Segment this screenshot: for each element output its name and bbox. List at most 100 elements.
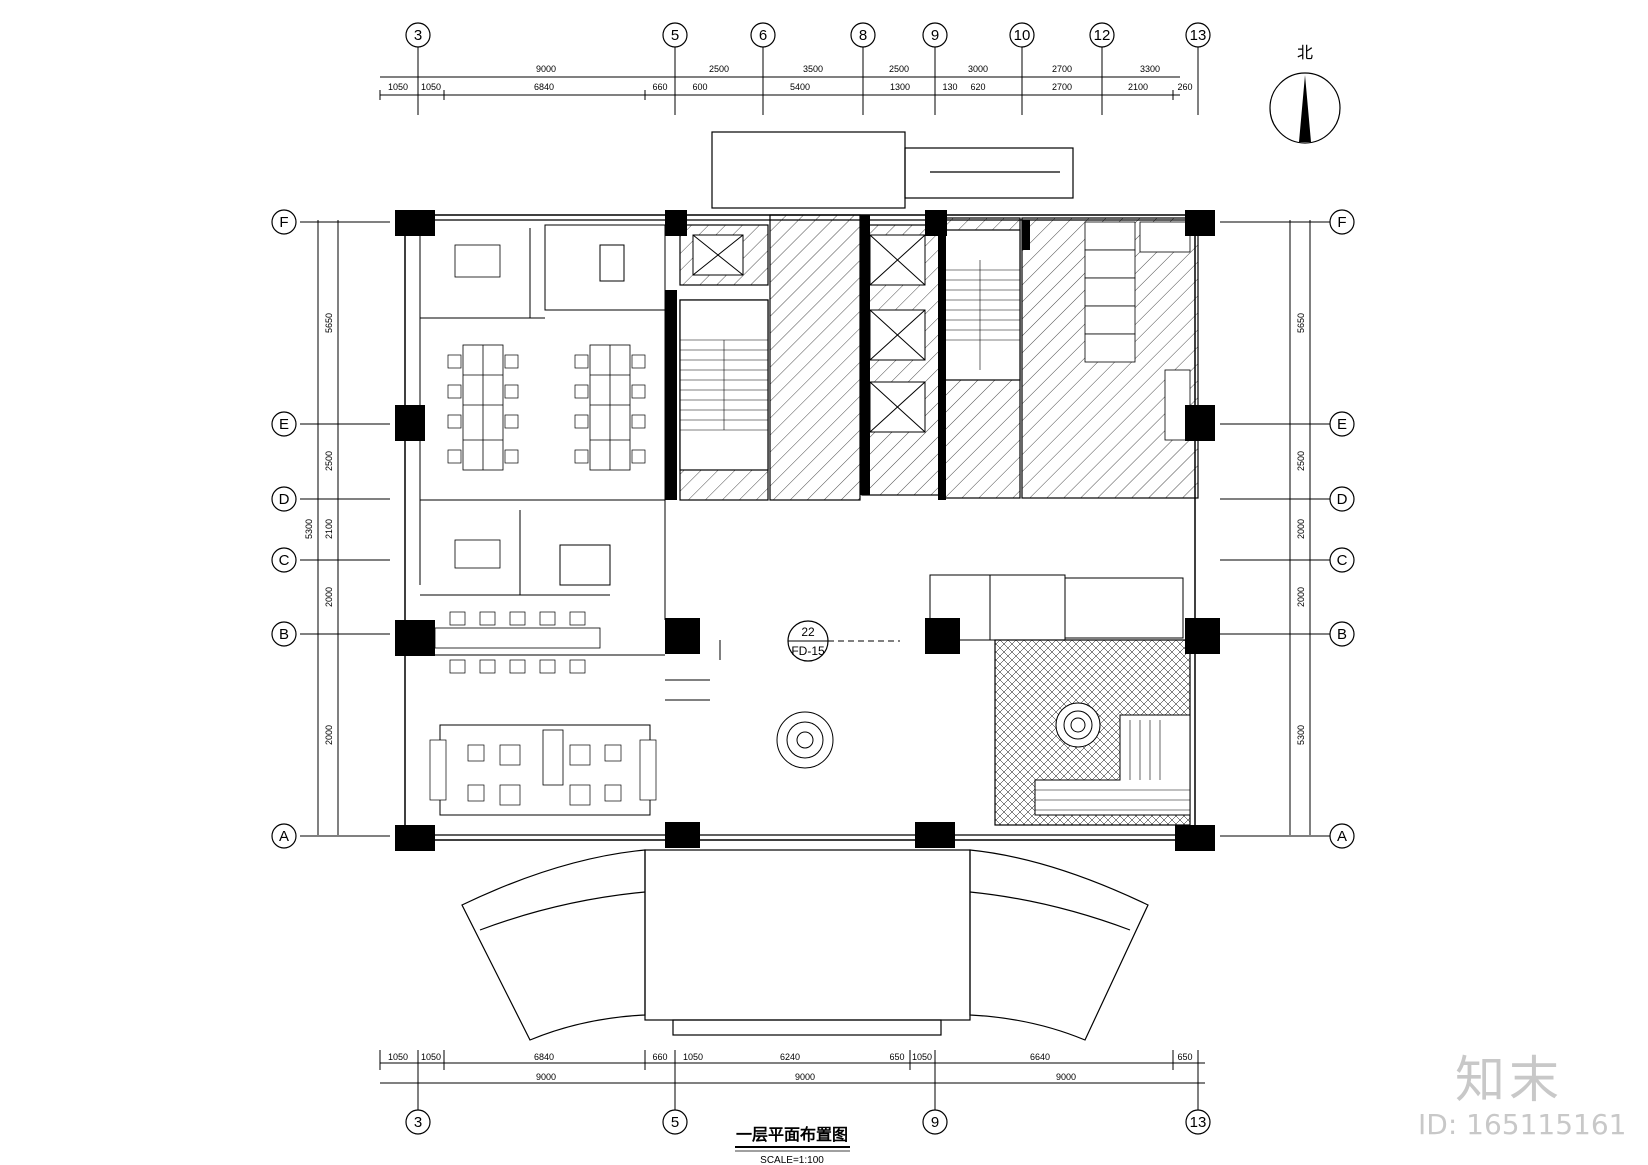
dim-bottom-2: 9000 [536, 1072, 556, 1082]
north-arrow: 北 [1269, 44, 1341, 144]
dim-bottom-1: 660 [652, 1052, 667, 1062]
dim-bottom-2: 9000 [795, 1072, 815, 1082]
grid-axis-top: 13 [1185, 22, 1211, 48]
building [395, 131, 1220, 851]
grid-axis-right-label: D [1337, 491, 1348, 508]
grid-axis-bottom: 9 [922, 1109, 948, 1135]
drawing-title: 一层平面布置图 [736, 1125, 848, 1144]
grid-axis-bottom-label: 13 [1190, 1114, 1207, 1131]
grid-axis-bottom-label: 5 [671, 1114, 679, 1131]
grid-axis-left-label: B [279, 626, 289, 643]
grid-axis-bottom-label: 9 [931, 1114, 939, 1131]
dim-top-2: 260 [1177, 82, 1192, 92]
dim-top-2: 1050 [388, 82, 408, 92]
grid-axis-top-label: 13 [1190, 27, 1207, 44]
grid-axis-top-label: 5 [671, 27, 679, 44]
dim-left: 5650 [324, 313, 334, 333]
right-dims: 5650 2500 2000 2000 5300 [1296, 313, 1306, 745]
grid-axis-left: C [271, 547, 297, 573]
dim-top-1: 3500 [803, 64, 823, 74]
grid-axis-left-label: D [279, 491, 290, 508]
grid-axis-bottom-label: 3 [414, 1114, 422, 1131]
grid-axis-right: E [1329, 411, 1355, 437]
dim-right: 2500 [1296, 451, 1306, 471]
dim-bottom-1: 650 [1177, 1052, 1192, 1062]
dim-top-2: 1050 [421, 82, 441, 92]
grid-axis-top: 3 [405, 22, 431, 48]
grid-axis-top: 6 [750, 22, 776, 48]
row-grid-axes: F F E E D D C C B B A A [271, 209, 1355, 849]
grid-axis-right: F [1329, 209, 1355, 235]
dim-bottom-1: 6640 [1030, 1052, 1050, 1062]
dim-right: 2000 [1296, 587, 1306, 607]
top-dims-row-1: 9000 2500 3500 2500 3000 2700 3300 [536, 64, 1160, 74]
entrance-plaza [461, 849, 1149, 1041]
dim-right: 2000 [1296, 519, 1306, 539]
left-dimension-lines [300, 220, 390, 837]
callout-sheet: FD-15 [791, 644, 825, 658]
top-dimension-lines [379, 45, 1199, 115]
grid-axis-bottom: 13 [1185, 1109, 1211, 1135]
grid-axis-right-label: E [1337, 416, 1347, 433]
dim-top-1: 9000 [536, 64, 556, 74]
bottom-dimension-lines [379, 1050, 1205, 1110]
watermark-brand: 知末 [1455, 1051, 1563, 1109]
dim-top-1: 2500 [709, 64, 729, 74]
dim-right: 5650 [1296, 313, 1306, 333]
dim-top-2: 600 [692, 82, 707, 92]
grid-axis-left: E [271, 411, 297, 437]
grid-axis-bottom: 3 [405, 1109, 431, 1135]
section-callout: 22 FD-15 [787, 620, 900, 662]
dim-left: 2000 [324, 587, 334, 607]
grid-axis-top-label: 12 [1094, 27, 1111, 44]
grid-axis-top: 10 [1009, 22, 1035, 48]
dim-top-2: 660 [652, 82, 667, 92]
grid-axis-left-label: F [279, 214, 288, 231]
dim-top-2: 130 [942, 82, 957, 92]
dim-left: 2000 [324, 725, 334, 745]
drawing-scale: SCALE=1:100 [760, 1155, 824, 1165]
bottom-grid-axes: 3 5 9 13 [405, 1109, 1211, 1135]
grid-axis-right: D [1329, 486, 1355, 512]
dim-top-2: 2100 [1128, 82, 1148, 92]
grid-axis-right-label: B [1337, 626, 1347, 643]
dim-top-1: 2700 [1052, 64, 1072, 74]
dim-top-2: 1300 [890, 82, 910, 92]
dim-bottom-1: 1050 [388, 1052, 408, 1062]
dim-bottom-1: 6240 [780, 1052, 800, 1062]
dim-top-1: 3000 [968, 64, 988, 74]
dim-top-1: 2500 [889, 64, 909, 74]
grid-axis-top-label: 3 [414, 27, 422, 44]
dim-top-2: 6840 [534, 82, 554, 92]
grid-axis-top-label: 10 [1014, 27, 1031, 44]
north-label: 北 [1297, 44, 1313, 62]
dim-bottom-1: 1050 [912, 1052, 932, 1062]
dim-bottom-1: 1050 [421, 1052, 441, 1062]
dim-right: 5300 [1296, 725, 1306, 745]
grid-axis-left-label: A [279, 828, 289, 845]
right-dimension-lines [1220, 220, 1340, 837]
grid-axis-top: 9 [922, 22, 948, 48]
grid-axis-right-label: A [1337, 828, 1347, 845]
dim-top-2: 2700 [1052, 82, 1072, 92]
grid-axis-right: B [1329, 621, 1355, 647]
grid-axis-top: 8 [850, 22, 876, 48]
callout-number: 22 [801, 625, 815, 639]
dim-left: 2100 [324, 519, 334, 539]
grid-axis-top-label: 9 [931, 27, 939, 44]
dim-bottom-2: 9000 [1056, 1072, 1076, 1082]
grid-axis-top: 5 [662, 22, 688, 48]
grid-axis-left: D [271, 486, 297, 512]
grid-axis-left: B [271, 621, 297, 647]
dim-top-1: 3300 [1140, 64, 1160, 74]
grid-axis-right: A [1329, 823, 1355, 849]
grid-axis-right: C [1329, 547, 1355, 573]
dim-bottom-1: 650 [889, 1052, 904, 1062]
grid-axis-right-label: F [1337, 214, 1346, 231]
grid-axis-left-label: C [279, 552, 290, 569]
grid-axis-top: 12 [1089, 22, 1115, 48]
dim-top-2: 620 [970, 82, 985, 92]
